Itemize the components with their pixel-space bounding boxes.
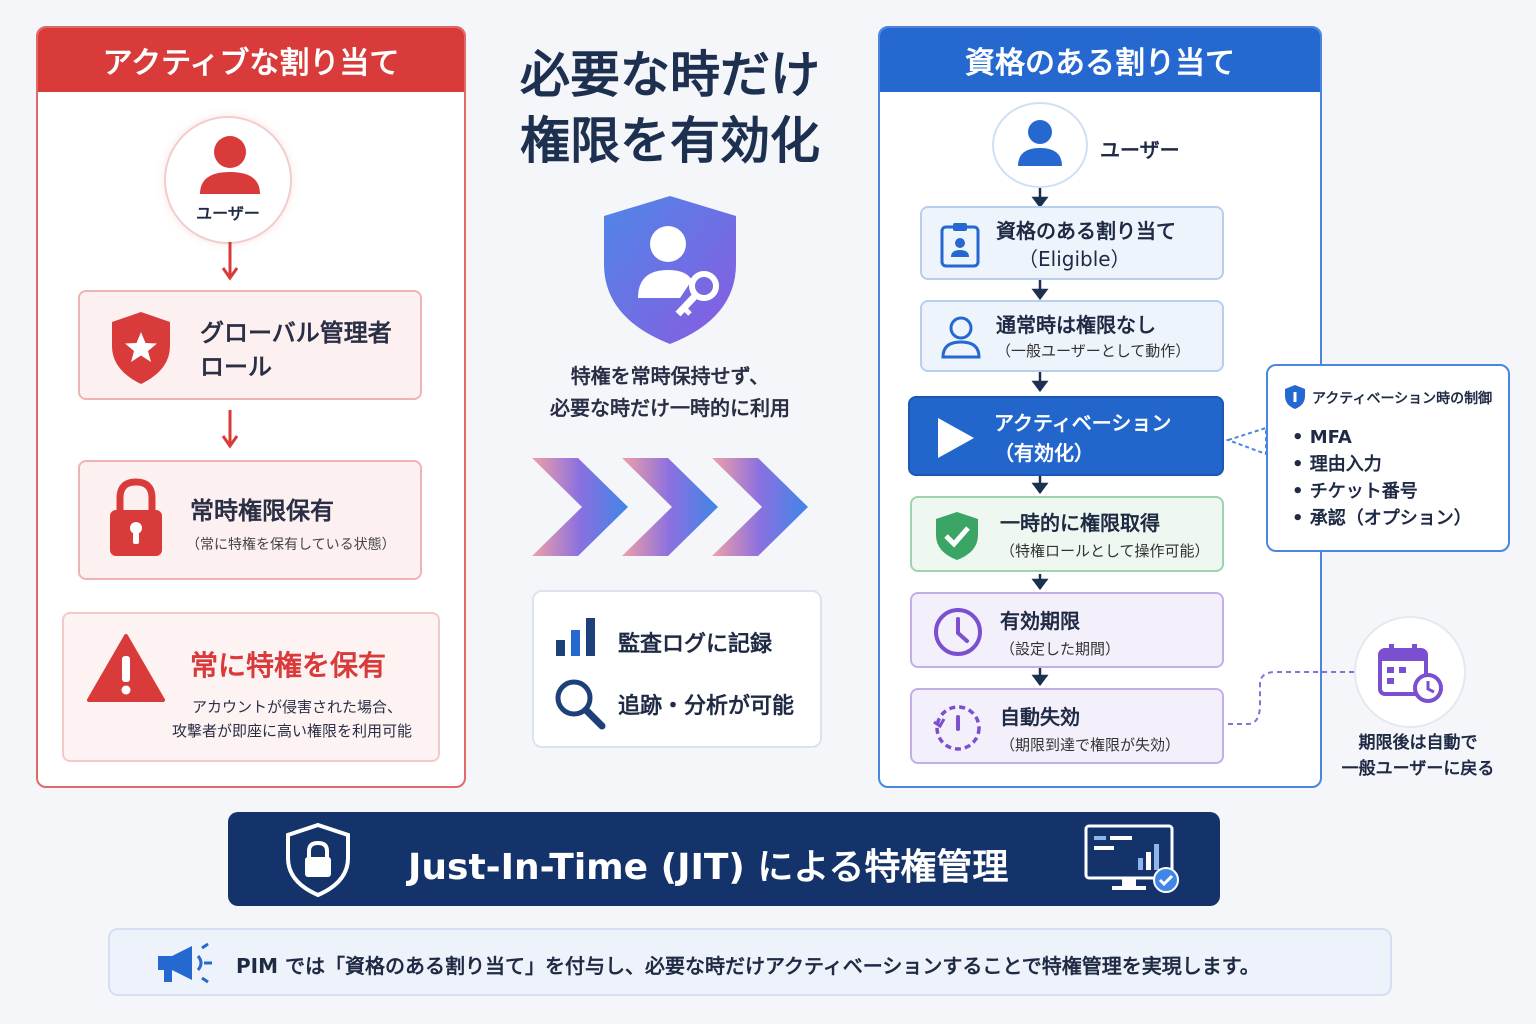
trace-analysis-label: 追跡・分析が可能: [618, 694, 795, 719]
expiry-line2: 一般ユーザーに戻る: [1341, 759, 1495, 779]
jit-banner-title: Just-In-Time (JIT) による特権管理: [408, 847, 1009, 888]
always-privileged-title: 常に特権を保有: [190, 649, 387, 682]
title-line2: 権限を有効化: [520, 112, 820, 170]
standing-privilege-subtitle: （常に特権を保有している状態）: [186, 537, 396, 553]
step-temporary-privilege: 一時的に権限取得 （特権ロールとして操作可能）: [910, 496, 1224, 572]
control-item-approval: • 承認（オプション）: [1292, 508, 1472, 529]
play-icon: [938, 418, 974, 458]
expiry-caption: 期限後は自動で 一般ユーザーに戻る: [1318, 730, 1518, 782]
page-title: 必要な時だけ 権限を有効化: [480, 42, 860, 174]
warning-icon: [87, 634, 165, 702]
footer-note-box: PIM では「資格のある割り当て」を付与し、必要な時だけアクティベーションするこ…: [108, 928, 1392, 996]
bar-chart-icon: [556, 618, 595, 656]
step-activation-title: アクティベーション: [994, 411, 1172, 435]
always-privileged-warning-box: 常に特権を保有 アカウントが侵害された場合、 攻撃者が即座に高い権限を利用可能: [62, 612, 440, 762]
control-item-mfa: • MFA: [1292, 427, 1352, 448]
step-auto-expire-subtitle: （期限到達で権限が失効）: [1000, 736, 1181, 754]
calendar-clock-icon: [1378, 644, 1443, 703]
padlock-icon: [110, 478, 162, 556]
global-admin-role-line1: グローバル管理者: [200, 319, 392, 347]
user-icon: [1018, 120, 1062, 166]
jit-banner: Just-In-Time (JIT) による特権管理: [228, 812, 1220, 906]
step-activation: アクティベーション （有効化）: [908, 396, 1224, 476]
user-icon: [200, 136, 260, 194]
expiry-line1: 期限後は自動で: [1358, 733, 1478, 753]
step-auto-expire: 自動失効 （期限到達で権限が失効）: [910, 688, 1224, 764]
shield-check-icon: [936, 512, 978, 560]
step-expiration-subtitle: （設定した期間）: [1000, 640, 1121, 658]
monitor-dashboard-icon: [1084, 824, 1179, 893]
flow-connector: [1031, 188, 1049, 687]
step-eligible: 資格のある割り当て （Eligible）: [920, 206, 1224, 280]
arrow-down-icon: [221, 242, 239, 281]
title-line1: 必要な時だけ: [520, 46, 820, 104]
caption-line1: 特権を常時保持せず、: [570, 364, 770, 388]
global-admin-role-line2: ロール: [200, 353, 272, 381]
arrow-down-icon: [221, 410, 239, 449]
magnifier-icon: [555, 679, 606, 730]
activation-controls-title: アクティベーション時の制御: [1312, 391, 1493, 407]
audit-box: 監査ログに記録 追跡・分析が可能: [532, 590, 822, 748]
step-expiration: 有効期限 （設定した期間）: [910, 592, 1224, 668]
callout-pointer: [1226, 426, 1267, 456]
active-assignment-header: アクティブな割り当て: [38, 28, 464, 92]
warning-line1: アカウントが侵害された場合、: [192, 698, 403, 716]
warning-line2: 攻撃者が即座に高い権限を利用可能: [172, 722, 413, 740]
id-badge-icon: [940, 223, 980, 268]
user-avatar-blue: [992, 102, 1088, 188]
megaphone-icon: [158, 942, 212, 984]
step-temporary-privilege-subtitle: （特権ロールとして操作可能）: [1000, 542, 1210, 560]
clock-icon: [934, 608, 982, 656]
dashed-connector: [1228, 671, 1354, 725]
step-no-privilege: 通常時は権限なし （一般ユーザーとして動作）: [920, 300, 1224, 372]
caption-line2: 必要な時だけ一時的に利用: [550, 396, 790, 420]
calendar-avatar: [1354, 616, 1466, 728]
shield-user-key-icon: [604, 196, 736, 344]
step-activation-subtitle: （有効化）: [994, 441, 1094, 465]
activation-controls-list: • MFA • 理由入力 • チケット番号 • 承認（オプション）: [1292, 424, 1472, 532]
standing-privilege-box: 常時権限保有 （常に特権を保有している状態）: [78, 460, 422, 580]
step-no-privilege-subtitle: （一般ユーザーとして動作）: [996, 342, 1191, 360]
control-item-reason: • 理由入力: [1292, 454, 1382, 475]
user-label-left: ユーザー: [196, 204, 260, 223]
shield-star-icon: [112, 312, 170, 384]
step-temporary-privilege-title: 一時的に権限取得: [1000, 511, 1160, 535]
shield-lock-icon: [286, 822, 350, 898]
chevrons-icon: [532, 458, 808, 556]
activation-controls-box: アクティベーション時の制御 • MFA • 理由入力 • チケット番号 • 承認…: [1266, 364, 1510, 552]
timer-expire-icon: [933, 705, 981, 751]
standing-privilege-title: 常時権限保有: [190, 497, 334, 525]
shield-info-icon: [1285, 385, 1305, 409]
center-caption: 特権を常時保持せず、 必要な時だけ一時的に利用: [500, 360, 840, 424]
global-admin-role-box: グローバル管理者 ロール: [78, 290, 422, 400]
step-eligible-title: 資格のある割り当て: [996, 219, 1176, 243]
user-avatar-red: [164, 116, 292, 244]
step-auto-expire-title: 自動失効: [1000, 705, 1080, 729]
audit-log-label: 監査ログに記録: [618, 632, 773, 657]
step-expiration-title: 有効期限: [1000, 609, 1080, 633]
user-label-right: ユーザー: [1100, 138, 1180, 162]
step-eligible-subtitle: （Eligible）: [1018, 247, 1131, 271]
user-outline-icon: [941, 316, 981, 359]
step-no-privilege-title: 通常時は権限なし: [996, 313, 1156, 337]
eligible-assignment-header: 資格のある割り当て: [880, 28, 1320, 92]
control-item-ticket: • チケット番号: [1292, 481, 1418, 502]
footer-note-text: PIM では「資格のある割り当て」を付与し、必要な時だけアクティベーションするこ…: [236, 954, 1260, 978]
